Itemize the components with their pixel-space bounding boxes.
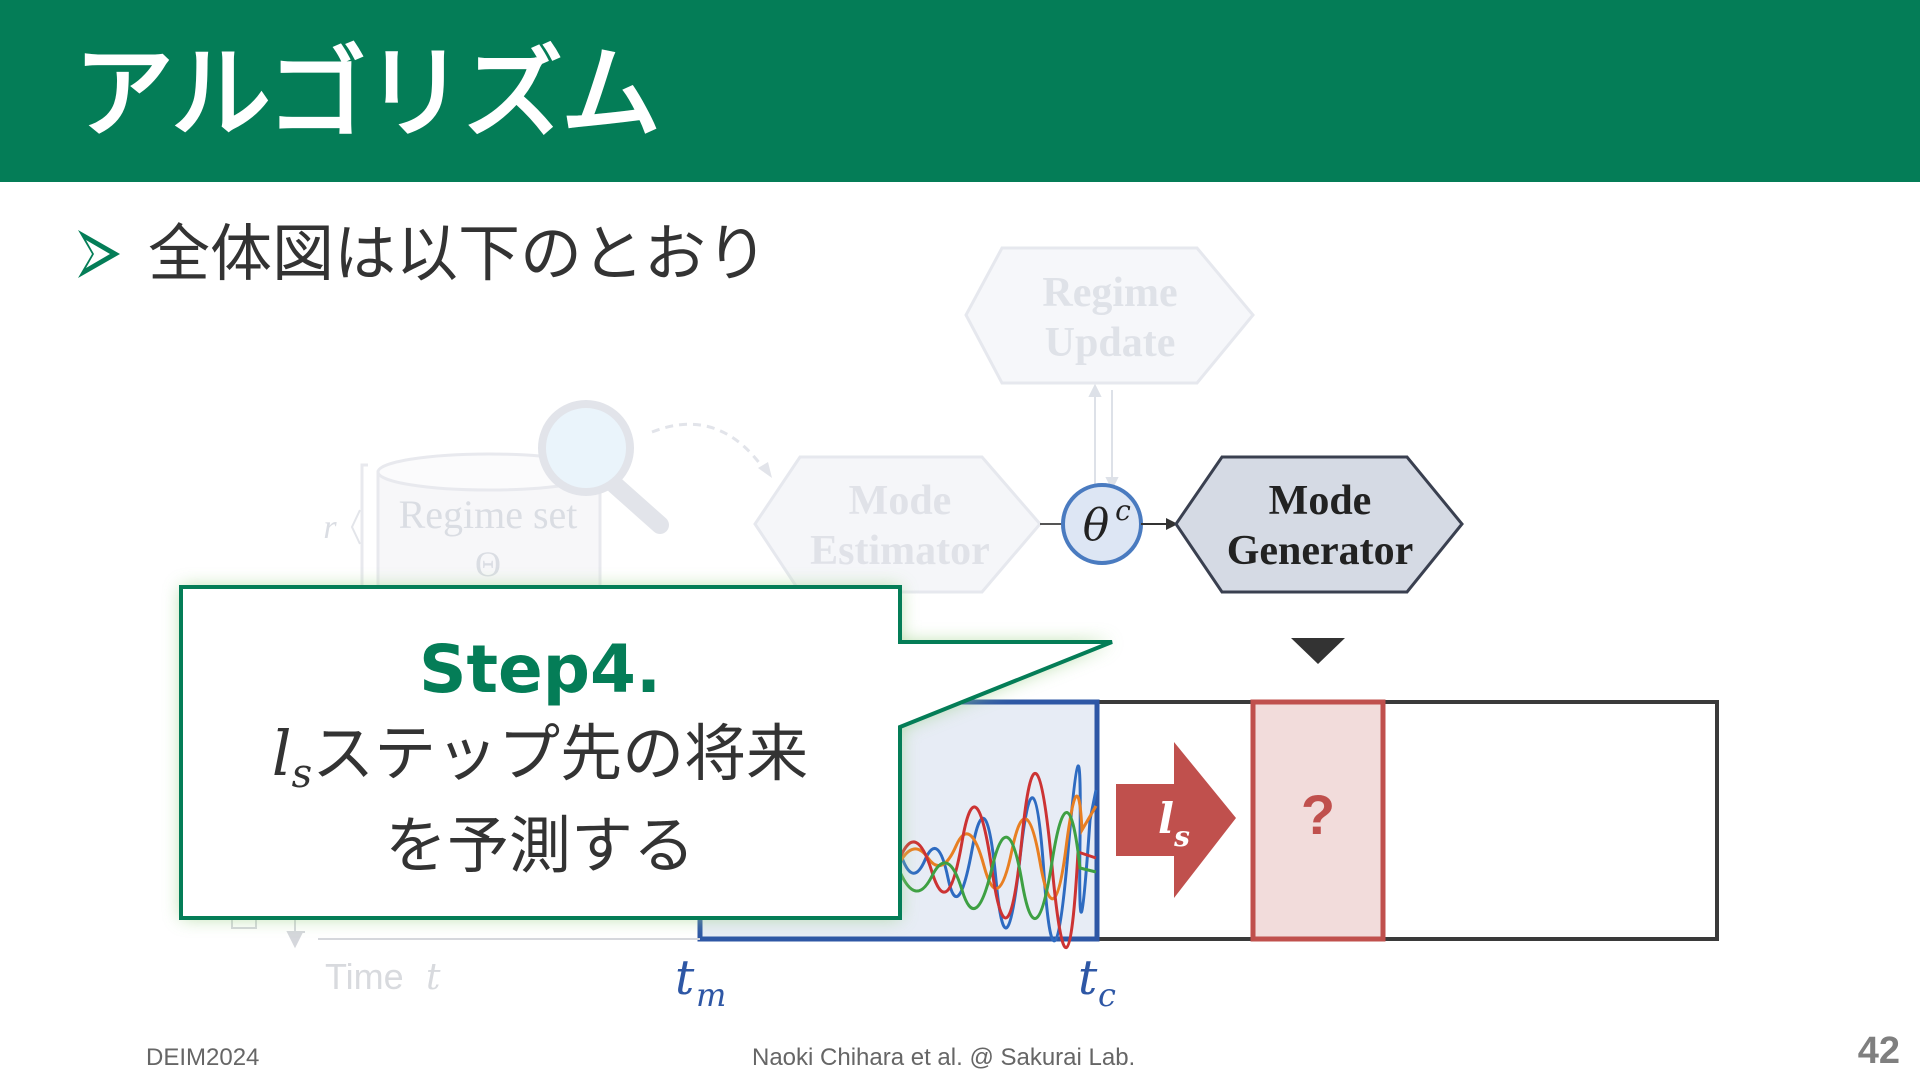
bullet-text: 全体図は以下のとおり [148,217,769,290]
magnifier-icon [538,400,669,534]
ls-arrow-label: l [1158,794,1174,843]
callout-line-2: を予測する [384,809,695,882]
callout-text: Step4. lsステップ先の将来 を予測する [180,628,900,888]
svg-text:m: m [696,976,726,1014]
series-red [898,771,1097,949]
mode-generator-label-1: Mode [1269,478,1372,524]
question-mark: ? [1301,783,1335,846]
callout-line1-text: ステップ先の将来 [312,717,809,790]
theta-label: θ [1083,500,1110,551]
update-connector [1088,383,1119,491]
regime-update-node: Regime Update [964,246,1255,385]
tm-label: t m [675,950,726,1014]
tc-label: t c [1078,950,1116,1014]
slide-header: アルゴリズム [0,0,1920,182]
prediction-box: ? [1250,699,1386,942]
theta-c-node: θ c [1061,483,1143,565]
svg-text:t: t [675,950,695,1006]
r-label: r [323,509,337,546]
mode-generator-node: Mode Generator [1174,455,1464,594]
theta-generator-arrow [1141,518,1178,530]
theta-superscript: c [1115,494,1131,527]
mode-estimator-label-2: Estimator [810,528,990,574]
regime-update-label-2: Update [1045,320,1176,366]
page-number: 42 [1857,1030,1900,1072]
time-axis-var: t [426,957,441,998]
ls-arrow-subscript: s [1173,820,1190,853]
series-green [898,811,1097,920]
footer-authors: Naoki Chihara et al. @ Sakurai Lab. [752,1044,1136,1071]
down-triangle-icon [1291,638,1345,664]
mode-generator-label-2: Generator [1227,528,1414,574]
bullet-arrow-icon [78,230,120,278]
ls-arrow: l s [1116,742,1236,898]
mode-estimator-node: Mode Estimator [753,455,1042,594]
slide-title: アルゴリズム [74,35,661,152]
footer-conference: DEIM2024 [146,1044,260,1071]
svg-text:t: t [1078,950,1098,1006]
regime-set-label-1: Regime set [399,492,578,537]
svg-text:c: c [1098,976,1116,1014]
callout-step-label: Step4. [418,631,662,708]
time-axis-label: Time [325,956,404,997]
step4-callout [179,585,1113,920]
dashed-arc-arrow [651,422,768,473]
callout-line-1: lsステップ先の将来 [180,712,900,804]
regime-update-label-1: Regime [1042,270,1177,316]
dashed-arc-arrowhead [758,462,772,478]
callout-math-l: l [271,717,292,790]
regime-set-label-2: Θ [475,544,501,584]
callout-math-sub: s [291,751,313,797]
time-series [898,764,1098,949]
mode-estimator-label-1: Mode [849,478,952,524]
